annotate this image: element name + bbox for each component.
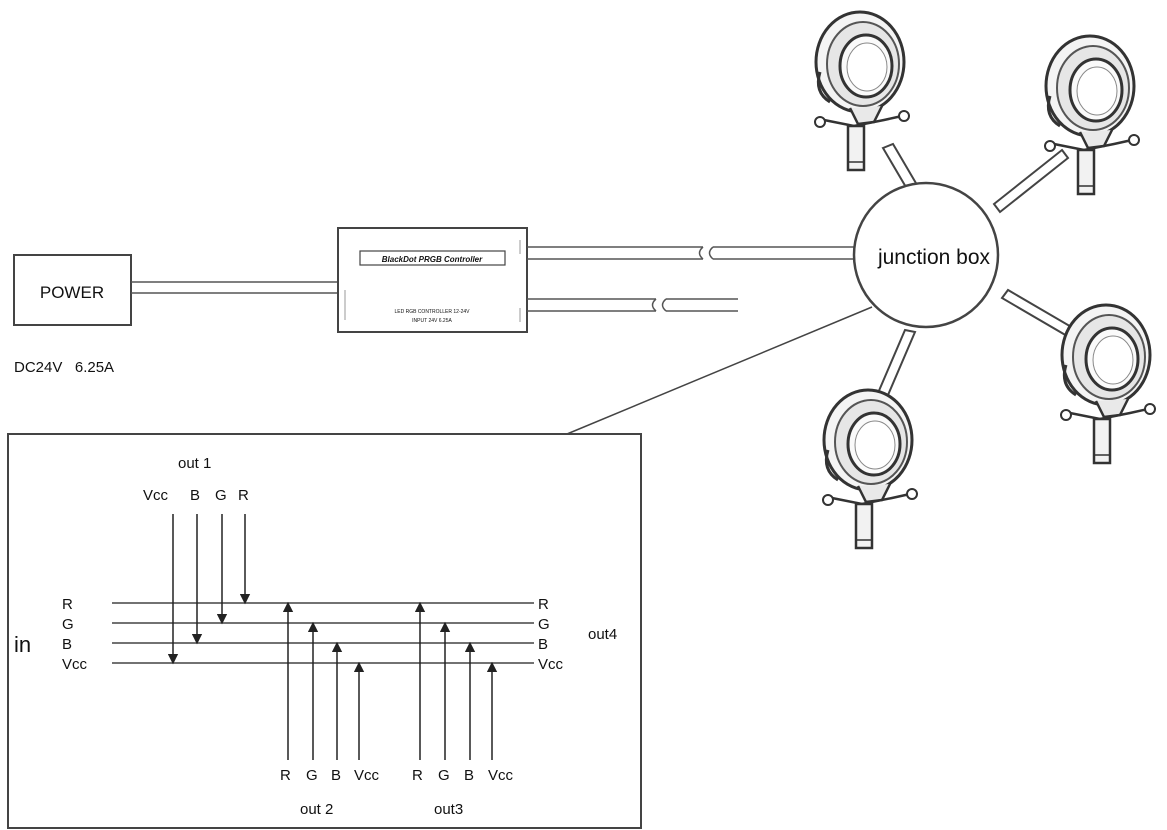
- out1-label: out 1: [178, 455, 211, 472]
- power-supply: POWER: [13, 254, 132, 326]
- out2-channel: Vcc: [354, 767, 380, 784]
- out4-label: out4: [588, 626, 617, 643]
- power-rating: DC24V 6.25A: [14, 359, 114, 376]
- controller-line2: INPUT 24V 6.25A: [412, 318, 452, 324]
- out4-channel: G: [538, 616, 550, 633]
- out3-channel: Vcc: [488, 767, 514, 784]
- wiring-detail-panel: in R G B Vcc R G B Vcc out4 out 1 Vcc B …: [7, 433, 642, 829]
- out1-channel: R: [238, 487, 249, 504]
- in-label: in: [14, 632, 31, 657]
- in-channel: B: [62, 636, 72, 653]
- output-cable-bottom: [527, 298, 738, 312]
- controller-line1: LED RGB CONTROLLER 12-24V: [394, 309, 470, 315]
- floodlight-icon: [821, 388, 919, 550]
- out2-channel: G: [306, 767, 318, 784]
- controller-title: BlackDot PRGB Controller: [382, 255, 483, 264]
- out1-channel: G: [215, 487, 227, 504]
- power-label: POWER: [40, 283, 104, 302]
- in-channel: R: [62, 596, 73, 613]
- power-cable: [131, 281, 338, 294]
- out3-channel: B: [464, 767, 474, 784]
- callout-line: [566, 306, 873, 435]
- out2-channel: R: [280, 767, 291, 784]
- junction-box: junction box: [852, 181, 1000, 329]
- floodlight-icon: [1043, 34, 1141, 196]
- out2-label: out 2: [300, 801, 333, 818]
- out4-channel: B: [538, 636, 548, 653]
- in-channel: G: [62, 616, 74, 633]
- out1-channel: Vcc: [143, 487, 169, 504]
- out3-channel: G: [438, 767, 450, 784]
- out2-channel: B: [331, 767, 341, 784]
- in-channel: Vcc: [62, 656, 88, 673]
- junction-box-label: junction box: [877, 246, 991, 269]
- out1-channel: B: [190, 487, 200, 504]
- out4-channel: Vcc: [538, 656, 564, 673]
- floodlight-icon: [1059, 303, 1157, 465]
- out4-channel: R: [538, 596, 549, 613]
- output-cable-top: [527, 246, 857, 260]
- out3-label: out3: [434, 801, 463, 818]
- out3-channel: R: [412, 767, 423, 784]
- controller-box: BlackDot PRGB Controller LED RGB CONTROL…: [337, 227, 528, 333]
